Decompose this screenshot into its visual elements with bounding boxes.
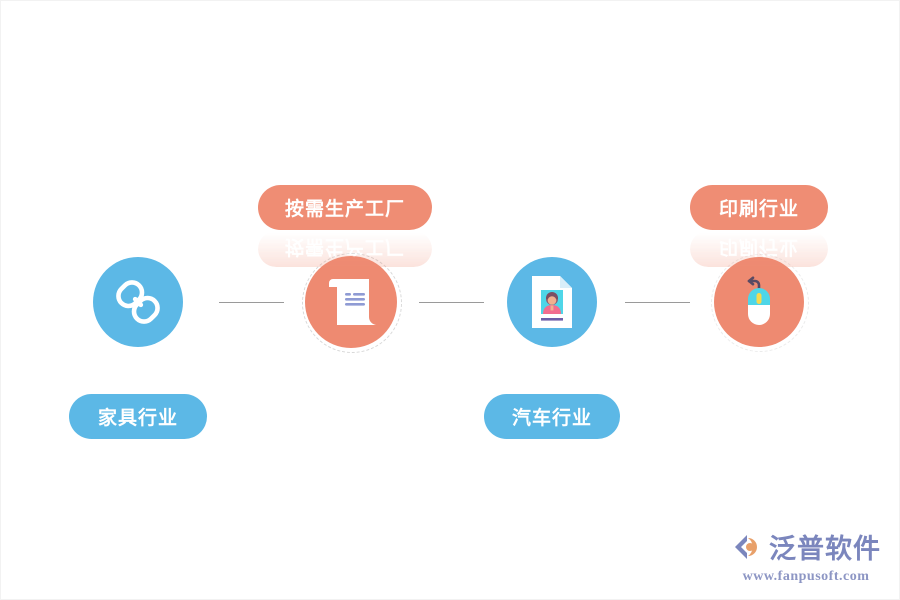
- fanpu-logo-mark-icon: [731, 532, 765, 567]
- node-circle-on-demand-factory[interactable]: [305, 256, 397, 348]
- node-circle-automobile[interactable]: [507, 257, 597, 347]
- node-circle-furniture[interactable]: [93, 257, 183, 347]
- scroll-document-icon: [326, 276, 376, 328]
- watermark-row: 泛普软件: [731, 532, 881, 567]
- label-pill-printing-industry[interactable]: 印刷行业: [690, 185, 828, 230]
- computer-mouse-icon: [736, 274, 782, 330]
- watermark-brand-name: 泛普软件: [769, 534, 881, 564]
- id-card-document-icon: [529, 274, 575, 330]
- chain-link-icon: [112, 276, 164, 328]
- watermark-logo: 泛普软件 www.fanpusoft.com: [731, 532, 881, 585]
- node-circle-printing[interactable]: [714, 257, 804, 347]
- label-pill-furniture-industry[interactable]: 家具行业: [69, 394, 207, 439]
- label-pill-automobile-industry[interactable]: 汽车行业: [484, 394, 620, 439]
- connector-line-1-2: [219, 302, 284, 303]
- label-pill-on-demand-factory[interactable]: 按需生产工厂: [258, 185, 432, 230]
- connector-line-3-4: [625, 302, 690, 303]
- connector-line-2-3: [419, 302, 484, 303]
- watermark-url: www.fanpusoft.com: [742, 569, 870, 584]
